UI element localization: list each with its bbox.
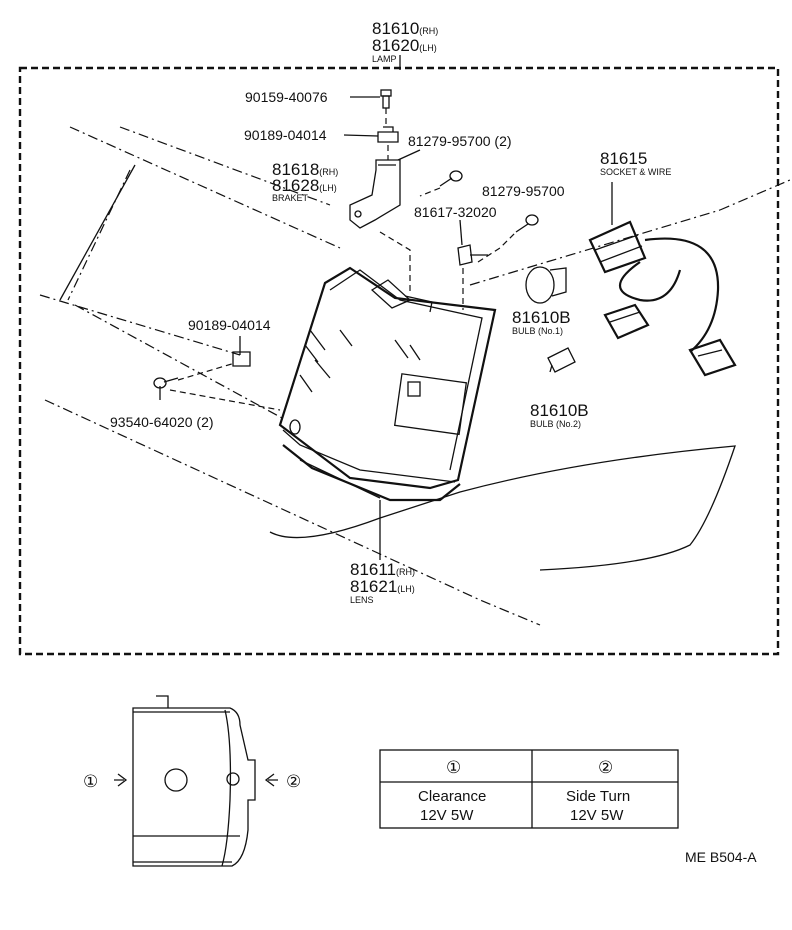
socket-wire-number: 81615 (600, 149, 647, 168)
inset-lamp-view: ① ② (83, 695, 301, 867)
socket-wire-name: SOCKET & WIRE (600, 167, 671, 177)
nut-left-number: 90189-04014 (188, 317, 271, 333)
svg-text:81621(LH): 81621(LH) (350, 577, 415, 596)
svg-text:81610(RH): 81610(RH) (372, 19, 438, 38)
lamp-name: LAMP (372, 54, 397, 64)
screw-drawing-left (153, 377, 179, 389)
screw-drawing-upper (439, 170, 463, 187)
bracket-name: BRAKET (272, 193, 309, 203)
socket-wire-drawing (588, 220, 737, 377)
lamp-lh-suffix: (LH) (419, 43, 437, 53)
bracket-drawing (349, 159, 401, 229)
svg-text:81611(RH): 81611(RH) (350, 560, 415, 579)
bolt-drawing (380, 89, 392, 109)
lamp-rh-number: 81610 (372, 19, 419, 38)
table-header-2: ② (598, 758, 613, 777)
table-cell-name-2: Side Turn (566, 788, 630, 805)
screw-right-number: 81279-95700 (482, 183, 565, 199)
screw-right-2-number: 81279-95700 (2) (408, 133, 512, 149)
lens-rh-suffix: (RH) (396, 567, 415, 577)
screw-drawing-lower (515, 214, 539, 233)
table-cell-watt-1: 12V 5W (420, 807, 474, 824)
bracket-lh-number: 81628 (272, 176, 319, 195)
clip-number: 81617-32020 (414, 204, 497, 220)
inset-marker-1: ① (83, 772, 98, 791)
bulb1-number: 81610B (512, 308, 571, 327)
nut-drawing (377, 126, 399, 143)
bracket-lh-suffix: (LH) (319, 183, 337, 193)
lamp-lh-number: 81620 (372, 36, 419, 55)
lens-name: LENS (350, 595, 374, 605)
bulb-table: ① ② Clearance 12V 5W Side Turn 12V 5W (379, 749, 679, 829)
vehicle-body-outline (39, 126, 791, 626)
svg-text:81618(RH): 81618(RH) (272, 160, 338, 179)
leader-lines (159, 55, 613, 560)
bracket-rh-suffix: (RH) (319, 167, 338, 177)
lamp-lens-drawing (278, 266, 497, 502)
bulb2-name: BULB (No.2) (530, 419, 581, 429)
svg-text:81620(LH): 81620(LH) (372, 36, 437, 55)
inset-marker-2: ② (286, 772, 301, 791)
bolt-top-number: 90159-40076 (245, 89, 328, 105)
table-header-1: ① (446, 758, 461, 777)
bracket-rh-number: 81618 (272, 160, 319, 179)
nut-drawing-left (232, 351, 251, 367)
lens-lh-suffix: (LH) (397, 584, 415, 594)
diagram-code: ME B504-A (685, 849, 757, 865)
table-cell-name-1: Clearance (418, 788, 486, 805)
bulb1-drawing (525, 266, 567, 304)
bulb2-number: 81610B (530, 401, 589, 420)
lens-rh-number: 81611 (350, 560, 396, 579)
lamp-rh-suffix: (RH) (419, 26, 438, 36)
svg-text:81628(LH): 81628(LH) (272, 176, 337, 195)
screw-left-2-number: 93540-64020 (2) (110, 414, 214, 430)
assembly-boundary (18, 66, 780, 656)
lens-lh-number: 81621 (350, 577, 397, 596)
bulb1-name: BULB (No.1) (512, 326, 563, 336)
nut-top-number: 90189-04014 (244, 127, 327, 143)
bulb2-drawing (547, 347, 576, 373)
clip-drawing (457, 244, 488, 266)
table-cell-watt-2: 12V 5W (570, 807, 624, 824)
